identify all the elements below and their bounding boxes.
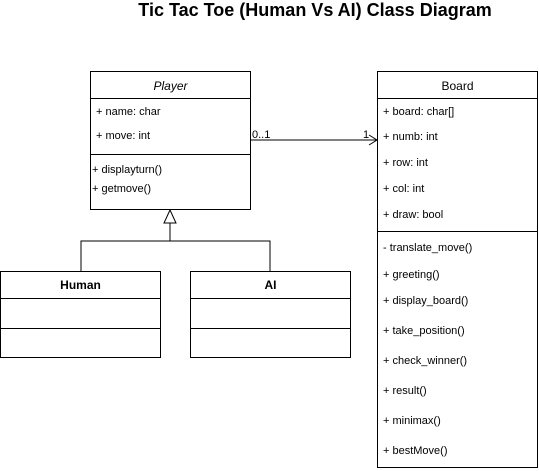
- board-attribute: + board: char[]: [383, 106, 455, 118]
- board-method: + bestMove(): [383, 445, 448, 457]
- human-class[interactable]: Human: [0, 271, 161, 358]
- board-attribute: + col: int: [383, 183, 425, 195]
- human-divider: [1, 328, 160, 329]
- board-attribute: + row: int: [383, 157, 428, 169]
- generalization-line-human: [80, 240, 170, 271]
- ai-divider: [191, 328, 350, 329]
- board-class-name: Board: [441, 79, 474, 93]
- human-divider: [1, 298, 160, 299]
- board-method: + result(): [383, 385, 427, 397]
- player-method: + getmove(): [92, 183, 151, 195]
- board-divider: [378, 231, 537, 232]
- source-multiplicity: 0..1: [252, 129, 271, 141]
- diagram-title: Tic Tac Toe (Human Vs AI) Class Diagram: [138, 0, 492, 20]
- generalization-line-ai: [170, 240, 271, 271]
- player-attribute: + name: char: [96, 106, 161, 118]
- player-class-name: Player: [153, 79, 188, 93]
- player-divider: [91, 98, 250, 99]
- board-method: + take_position(): [383, 325, 465, 337]
- board-class[interactable]: Board + board: char[] + numb: int + row:…: [377, 71, 538, 468]
- board-attribute: + draw: bool: [383, 209, 444, 221]
- board-method: + check_winner(): [383, 355, 468, 367]
- board-method: - translate_move(): [383, 242, 473, 254]
- board-divider: [378, 98, 537, 99]
- generalization-arrowhead: [163, 208, 177, 224]
- ai-class[interactable]: AI: [190, 271, 351, 358]
- player-divider: [91, 154, 250, 155]
- player-method: + displayturn(): [92, 164, 163, 176]
- board-method: + display_board(): [383, 295, 469, 307]
- ai-divider: [191, 298, 350, 299]
- target-multiplicity: 1: [363, 129, 370, 141]
- human-class-name: Human: [60, 278, 101, 292]
- board-attribute: + numb: int: [383, 131, 438, 143]
- player-attribute: + move: int: [96, 130, 151, 142]
- board-method: + minimax(): [383, 415, 441, 427]
- board-method: + greeting(): [383, 269, 440, 281]
- ai-class-name: AI: [264, 278, 277, 292]
- player-class[interactable]: Player + name: char + move: int + displa…: [90, 71, 251, 210]
